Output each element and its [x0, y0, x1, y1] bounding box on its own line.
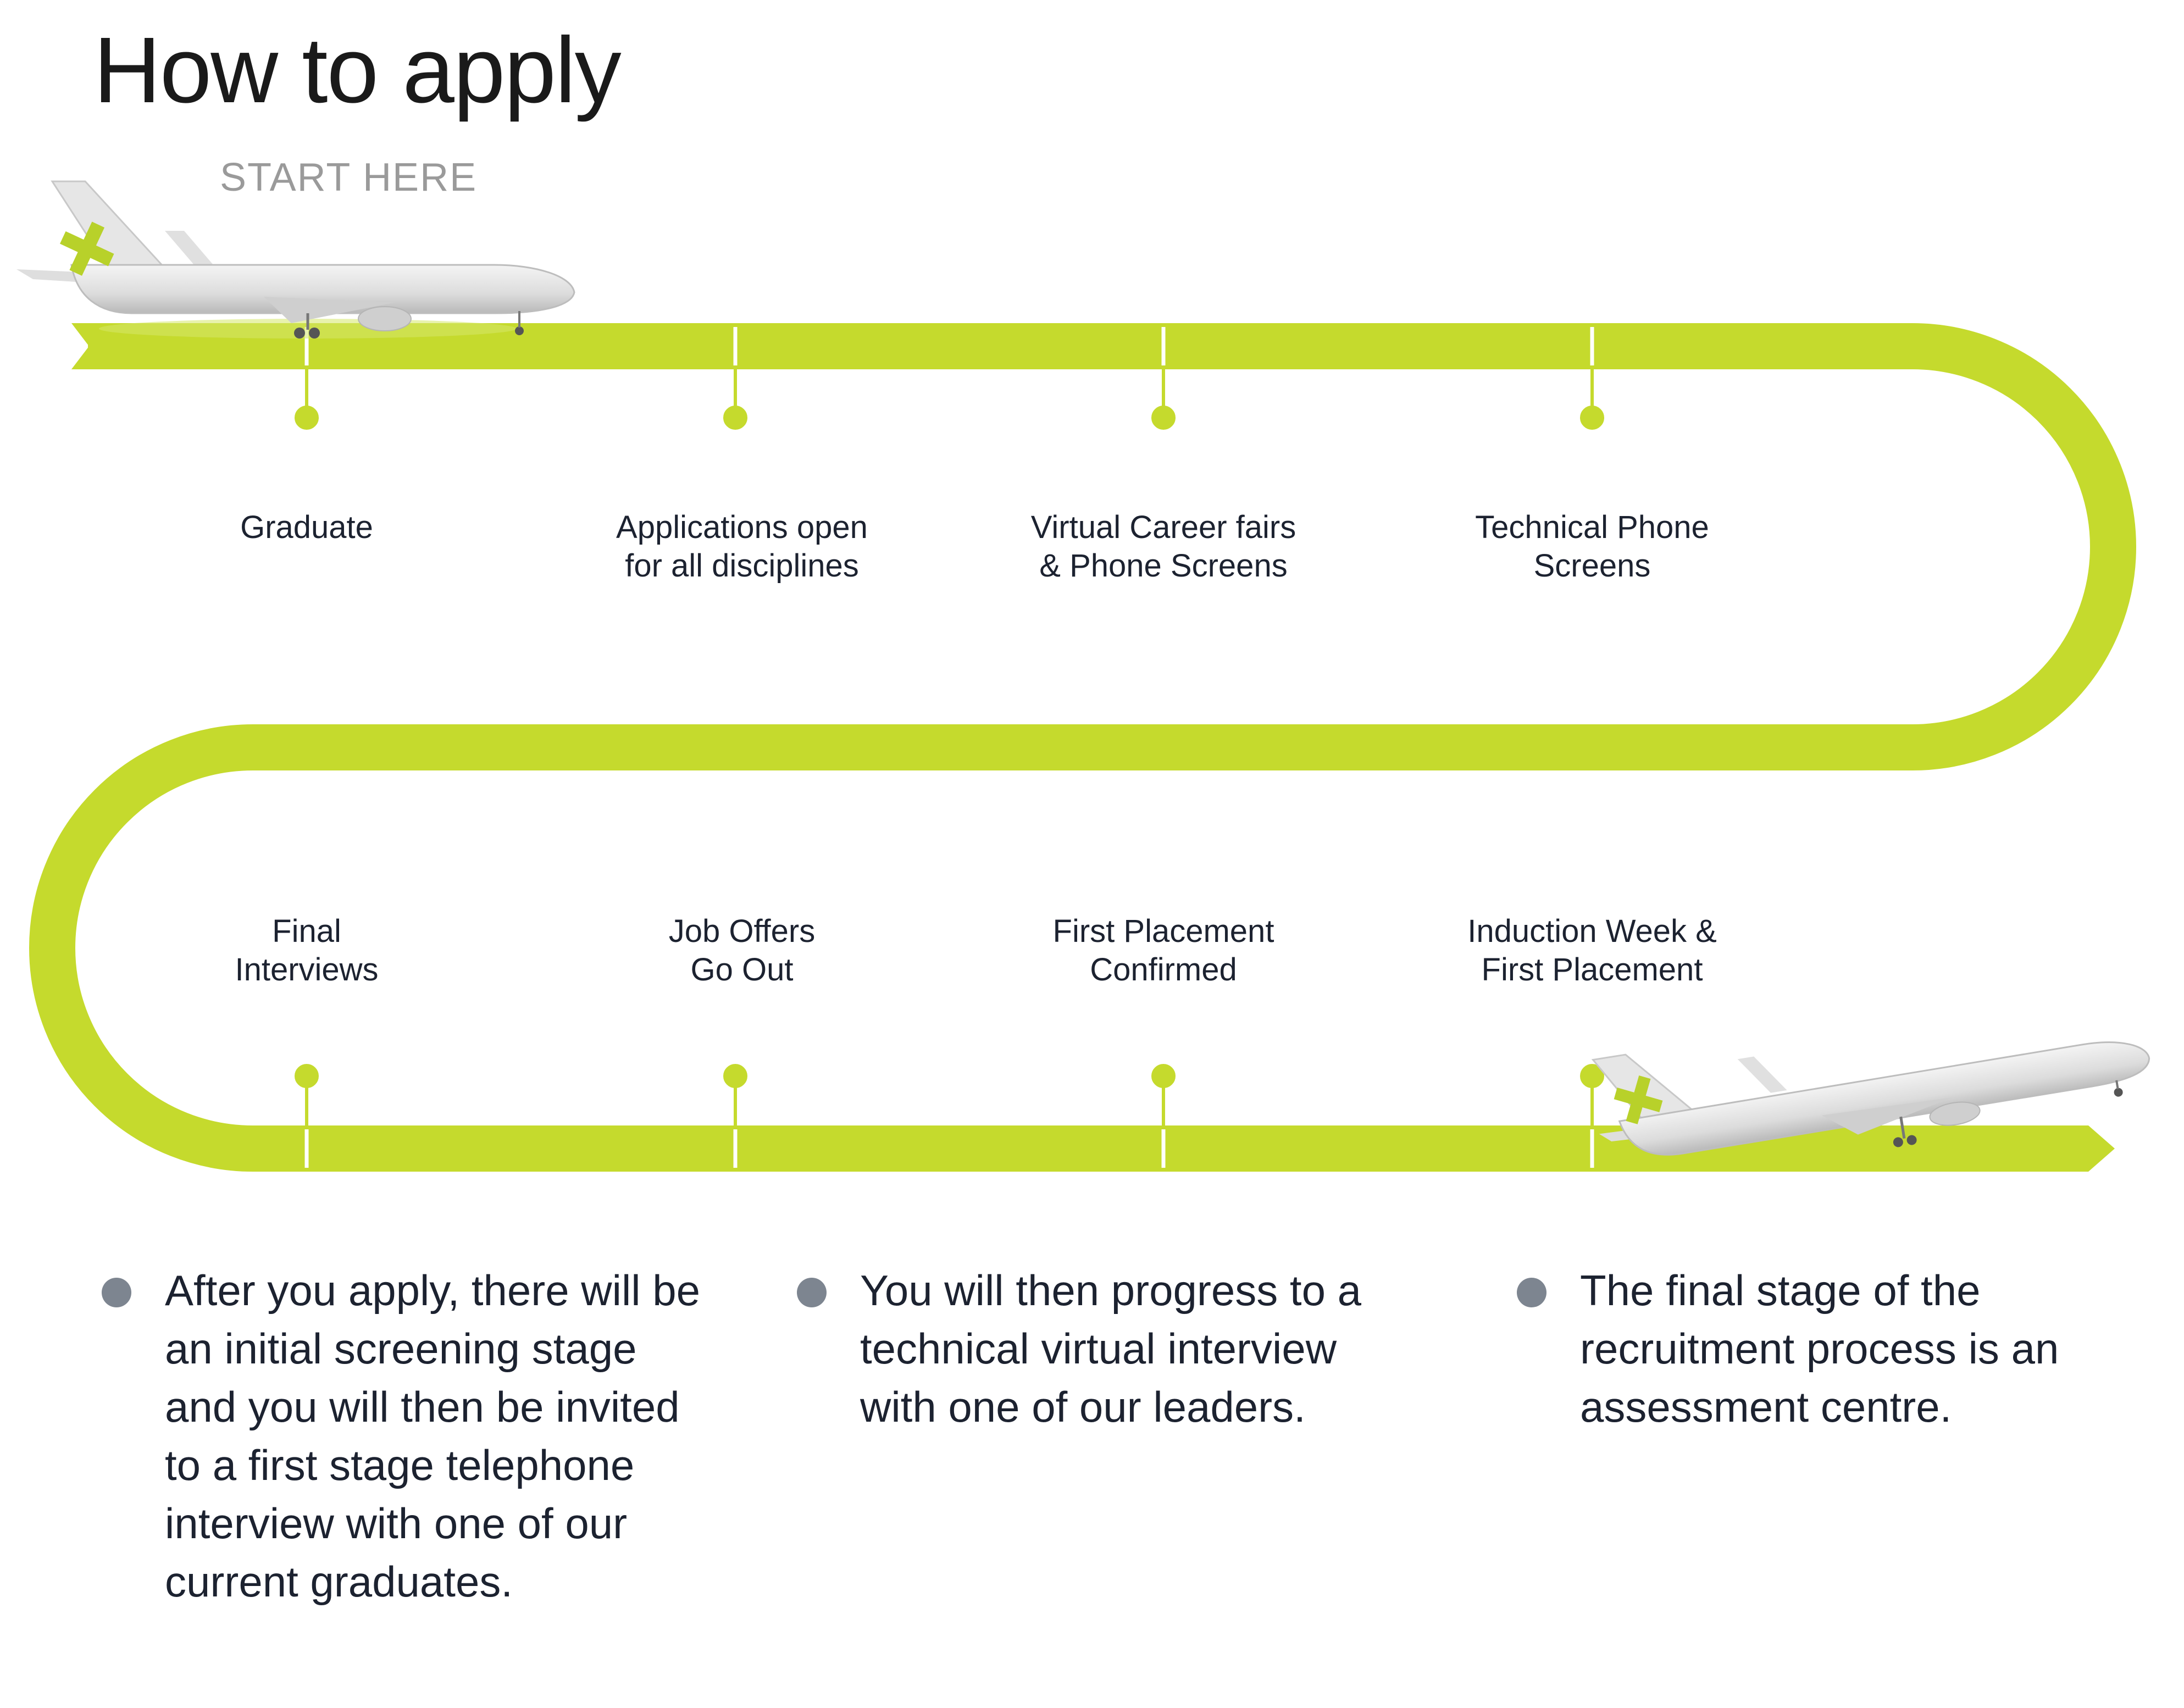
route-arrow-head	[2064, 1125, 2115, 1172]
page-title: How to apply	[93, 18, 622, 123]
route-track	[29, 323, 2136, 1172]
bullet-dot	[1517, 1278, 1546, 1307]
step-first-placement-label: First Placement Confirmed	[1052, 913, 1274, 988]
step-induction-week-label: Induction Week & First Placement	[1467, 913, 1717, 988]
step-dot	[723, 406, 747, 430]
start-here-label: START HERE	[220, 156, 478, 199]
bullet-dot	[102, 1278, 131, 1307]
step-dot	[295, 406, 319, 430]
airplane-icon	[16, 180, 575, 339]
step-final-interviews-label: Final Interviews	[235, 913, 379, 988]
bullet-text: After you apply, there will be an initia…	[165, 1266, 701, 1606]
step-dot	[1151, 406, 1176, 430]
bullet-dot	[797, 1278, 827, 1307]
step-career-fairs-label: Virtual Career fairs & Phone Screens	[1030, 509, 1296, 584]
step-dot	[1580, 1064, 1604, 1088]
step-job-offers-label: Job Offers Go Out	[668, 913, 816, 988]
step-dot	[1151, 1064, 1176, 1088]
step-dot	[295, 1064, 319, 1088]
bullet-text: You will then progress to a technical vi…	[860, 1266, 1362, 1431]
bullet-text: The final stage of the recruitment proce…	[1580, 1266, 2059, 1431]
step-markers-bottom	[304, 1129, 1594, 1168]
step-dot	[1580, 406, 1604, 430]
airplane-takeoff-icon	[1591, 1041, 2150, 1156]
step-applications-open-label: Applications open for all disciplines	[616, 509, 868, 584]
route-start-tail	[71, 323, 93, 369]
step-graduate-label: Graduate	[240, 509, 373, 545]
step-technical-phone-label: Technical Phone Screens	[1475, 509, 1709, 584]
step-dot	[723, 1064, 747, 1088]
